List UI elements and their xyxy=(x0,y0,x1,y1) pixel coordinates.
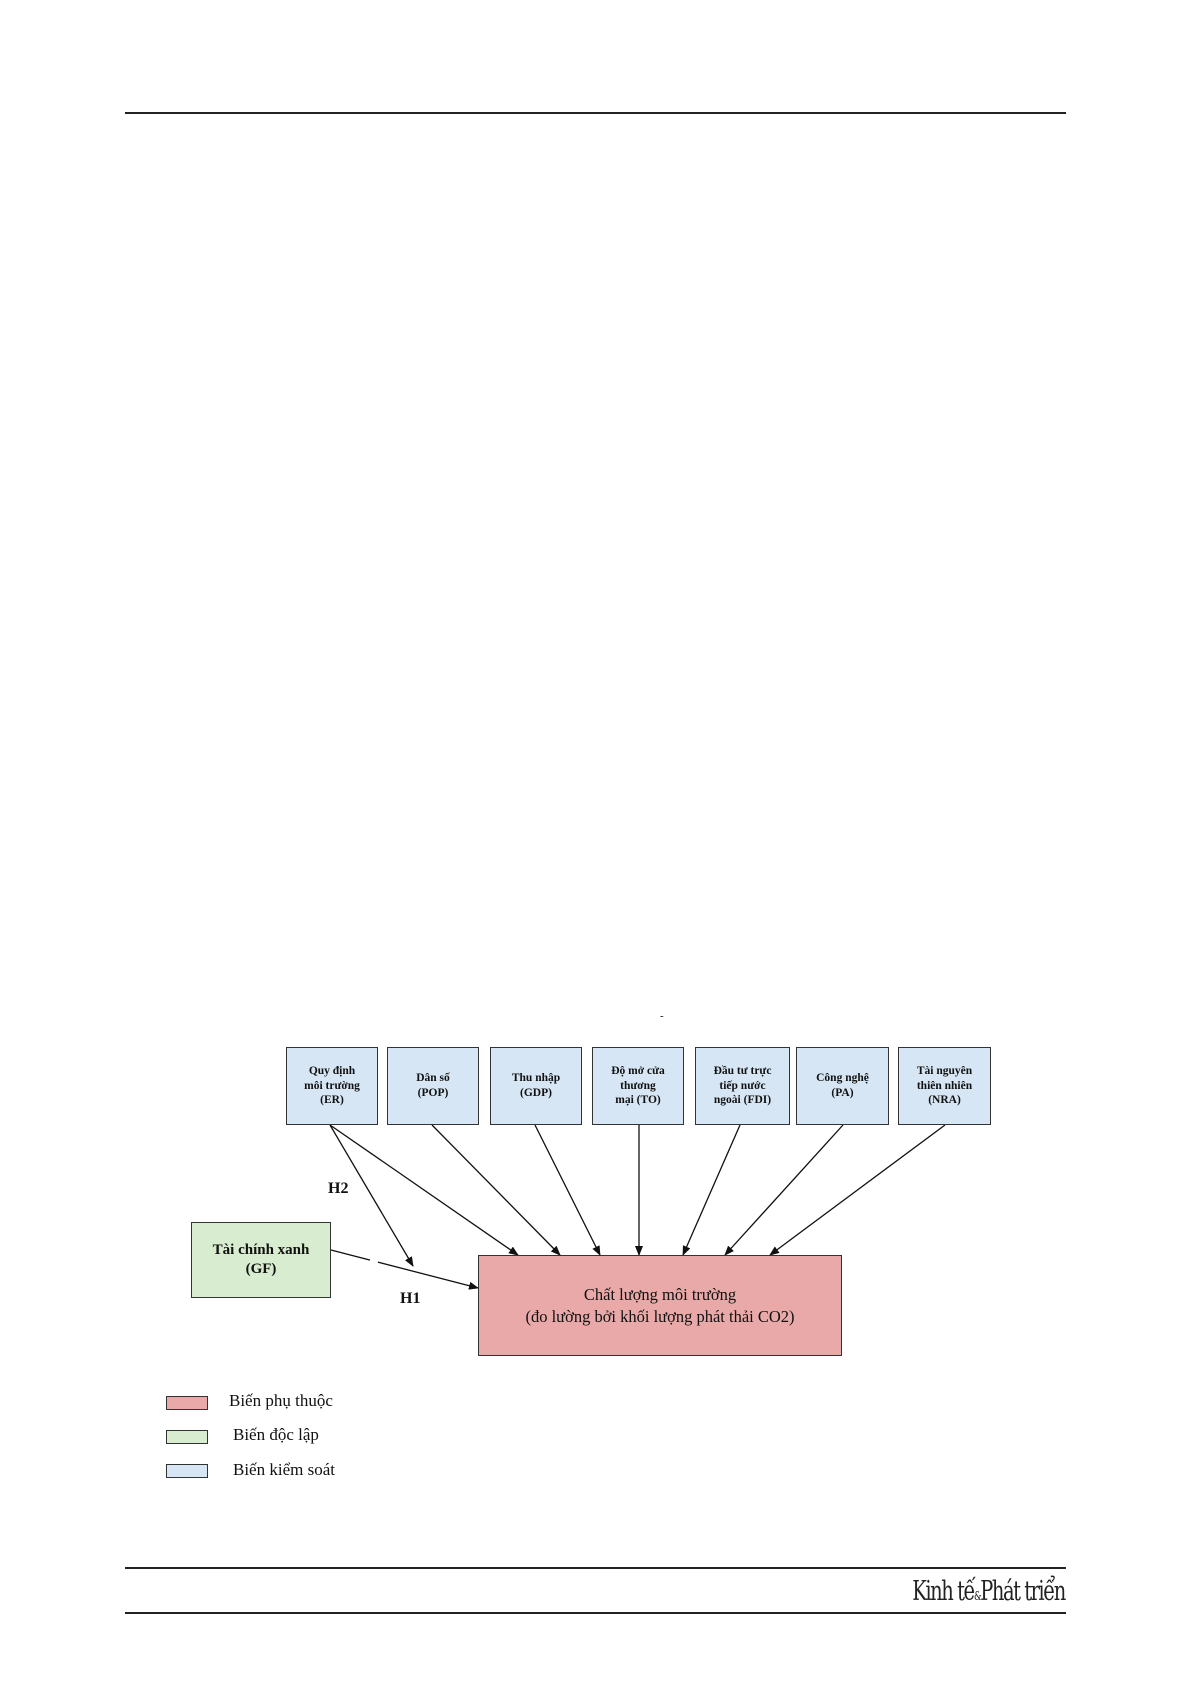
header-rule xyxy=(125,112,1066,114)
control-box-to: Độ mở cửa thương mại (TO) xyxy=(592,1047,684,1125)
legend-label-control: Biến kiểm soát xyxy=(233,1460,335,1479)
legend-swatch-independent xyxy=(166,1430,208,1444)
footer-rule-top xyxy=(125,1567,1066,1569)
control-box-nra: Tài nguyên thiên nhiên (NRA) xyxy=(898,1047,991,1125)
control-box-pop: Dân số (POP) xyxy=(387,1047,479,1125)
stray-mark: - xyxy=(660,1010,664,1022)
arrow-nra-co2 xyxy=(769,1124,946,1256)
brand-text-right: Phát triển xyxy=(980,1576,1066,1607)
control-box-pa: Công nghệ (PA) xyxy=(796,1047,889,1125)
control-box-gdp: Thu nhập (GDP) xyxy=(490,1047,582,1125)
dependent-box-co2: Chất lượng môi trường (đo lường bởi khối… xyxy=(478,1255,842,1356)
arrow-pa-co2 xyxy=(724,1124,844,1256)
control-box-fdi: Đầu tư trực tiếp nước ngoài (FDI) xyxy=(695,1047,790,1125)
independent-box-gf: Tài chính xanh (GF) xyxy=(191,1222,331,1298)
arrow-gdp-co2 xyxy=(534,1124,601,1256)
arrow-pop-co2 xyxy=(431,1124,561,1256)
footer-rule-bottom xyxy=(125,1612,1066,1614)
control-box-er: Quy định môi trường (ER) xyxy=(286,1047,378,1125)
legend-swatch-dependent xyxy=(166,1396,208,1410)
gf-arrow-gap xyxy=(369,1258,379,1264)
arrow-er-h2 xyxy=(329,1124,414,1267)
legend-label-dependent: Biến phụ thuộc xyxy=(229,1391,333,1410)
legend-label-independent: Biến độc lập xyxy=(233,1425,319,1444)
brand-text-left: Kinh tế xyxy=(912,1576,975,1607)
hypothesis-h1-label: H1 xyxy=(400,1290,421,1307)
arrow-gf-co2 xyxy=(330,1249,479,1290)
brand-amp: & xyxy=(974,1589,982,1603)
legend-swatch-control xyxy=(166,1464,208,1478)
hypothesis-h2-label: H2 xyxy=(328,1180,349,1197)
arrow-fdi-co2 xyxy=(682,1124,741,1256)
brand-logo: Kinh tế&Phát triển xyxy=(912,1576,1066,1607)
arrow-er-co2 xyxy=(329,1124,519,1256)
